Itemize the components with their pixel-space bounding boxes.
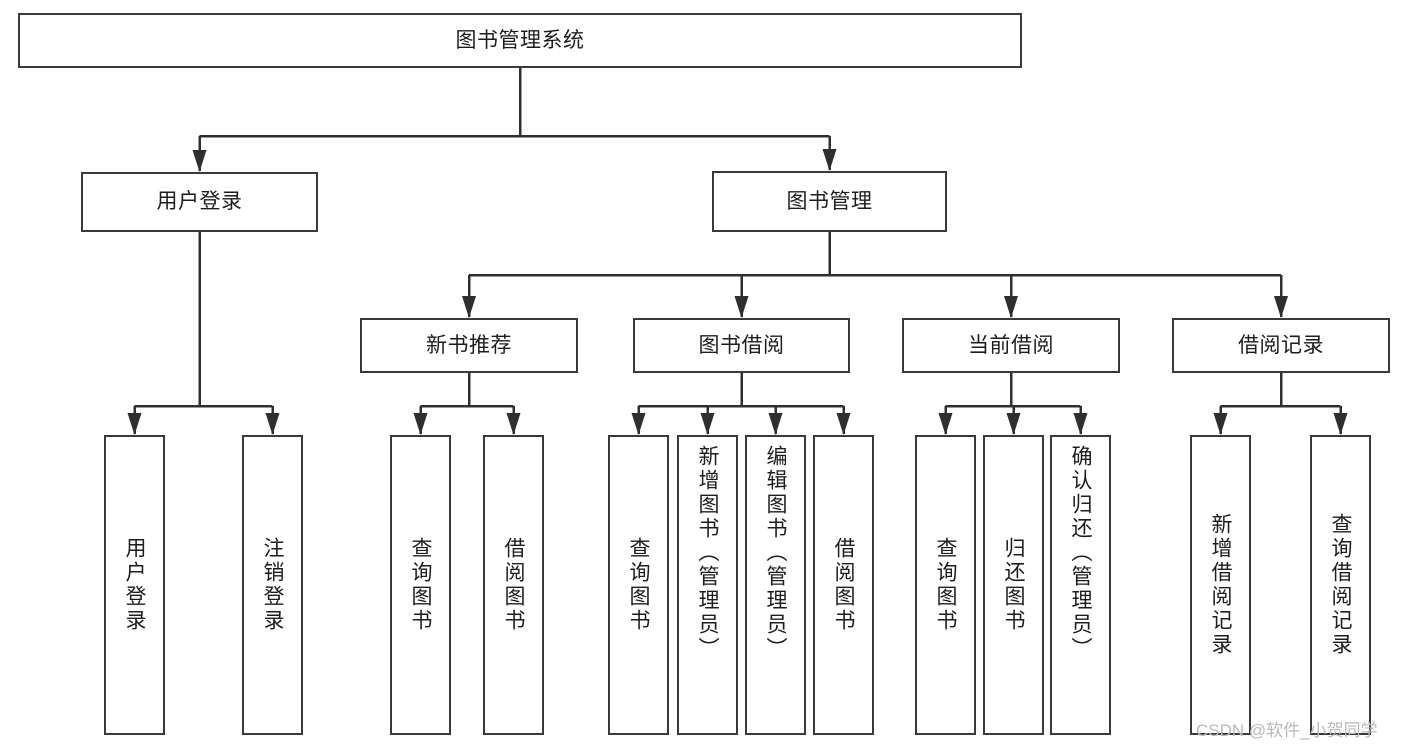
arrow-head-icon-leaf-query-book-3: [938, 413, 953, 435]
node-leaf-query-book-1[interactable]: 查询图书: [390, 435, 451, 735]
node-label-borrow-record: 借阅记录: [1238, 333, 1324, 357]
arrow-head-icon-leaf-query-record: [1333, 413, 1348, 435]
arrow-head-icon-leaf-user-login: [127, 413, 142, 435]
node-leaf-add-book[interactable]: 新增图书（管理员）: [677, 435, 738, 735]
node-leaf-borrow-book-2[interactable]: 借阅图书: [813, 435, 874, 735]
node-label-book-borrow: 图书借阅: [698, 333, 785, 357]
node-label-current-borrow: 当前借阅: [968, 333, 1054, 357]
node-label-leaf-add-book: 新增图书（管理员）: [696, 445, 719, 661]
node-leaf-return-book[interactable]: 归还图书: [983, 435, 1044, 735]
node-label-leaf-add-record: 新增借阅记录: [1209, 513, 1232, 657]
node-borrow-record[interactable]: 借阅记录: [1172, 318, 1390, 373]
node-label-new-book-rec: 新书推荐: [426, 333, 512, 357]
node-leaf-query-book-2[interactable]: 查询图书: [608, 435, 669, 735]
node-root[interactable]: 图书管理系统: [18, 13, 1022, 68]
node-leaf-borrow-book-1[interactable]: 借阅图书: [483, 435, 544, 735]
node-book-borrow[interactable]: 图书借阅: [633, 318, 850, 373]
node-leaf-edit-book[interactable]: 编辑图书（管理员）: [745, 435, 806, 735]
arrow-head-icon-leaf-query-book-1: [413, 413, 428, 435]
node-label-leaf-query-book-3: 查询图书: [934, 537, 957, 633]
node-leaf-confirm-return[interactable]: 确认归还（管理员）: [1050, 435, 1111, 735]
arrow-head-icon-book-manage: [822, 149, 837, 171]
arrow-head-icon-leaf-add-record: [1213, 413, 1228, 435]
node-label-leaf-query-book-1: 查询图书: [409, 537, 432, 633]
arrow-head-icon-leaf-edit-book: [768, 413, 783, 435]
node-label-leaf-logout: 注销登录: [261, 537, 284, 633]
node-new-book-rec[interactable]: 新书推荐: [360, 318, 578, 373]
arrow-head-icon-user-login: [192, 150, 207, 172]
node-label-leaf-user-login: 用户登录: [123, 537, 146, 633]
arrow-head-icon-leaf-borrow-book-1: [506, 413, 521, 435]
node-leaf-query-book-3[interactable]: 查询图书: [915, 435, 976, 735]
node-label-leaf-query-record: 查询借阅记录: [1329, 513, 1352, 657]
arrow-head-icon-leaf-borrow-book-2: [836, 413, 851, 435]
arrow-head-icon-leaf-add-book: [700, 413, 715, 435]
arrow-head-icon-new-book-rec: [462, 296, 476, 318]
node-label-leaf-borrow-book-2: 借阅图书: [832, 537, 855, 633]
node-leaf-add-record[interactable]: 新增借阅记录: [1190, 435, 1251, 735]
node-user-login[interactable]: 用户登录: [81, 172, 318, 232]
arrow-head-icon-leaf-return-book: [1006, 413, 1021, 435]
node-label-book-manage: 图书管理: [786, 189, 873, 213]
node-label-root: 图书管理系统: [455, 28, 585, 52]
node-current-borrow[interactable]: 当前借阅: [902, 318, 1120, 373]
arrow-head-icon-current-borrow: [1004, 296, 1018, 318]
arrow-head-icon-borrow-record: [1274, 296, 1288, 318]
arrow-head-icon-leaf-query-book-2: [631, 413, 646, 435]
node-label-leaf-confirm-return: 确认归还（管理员）: [1069, 445, 1092, 661]
node-label-leaf-borrow-book-1: 借阅图书: [502, 537, 525, 633]
arrow-head-icon-leaf-confirm-return: [1073, 413, 1088, 435]
arrow-head-icon-leaf-logout: [265, 413, 280, 435]
node-leaf-query-record[interactable]: 查询借阅记录: [1310, 435, 1371, 735]
node-leaf-user-login[interactable]: 用户登录: [104, 435, 165, 735]
arrow-head-icon-book-borrow: [734, 296, 749, 318]
csdn-watermark: CSDN @软件_小贺同学: [1196, 721, 1378, 740]
node-label-user-login: 用户登录: [156, 190, 243, 214]
node-label-leaf-query-book-2: 查询图书: [627, 537, 650, 633]
node-book-manage[interactable]: 图书管理: [712, 171, 947, 232]
node-label-leaf-return-book: 归还图书: [1002, 537, 1025, 633]
node-leaf-logout[interactable]: 注销登录: [242, 435, 303, 735]
node-label-leaf-edit-book: 编辑图书（管理员）: [764, 445, 787, 661]
